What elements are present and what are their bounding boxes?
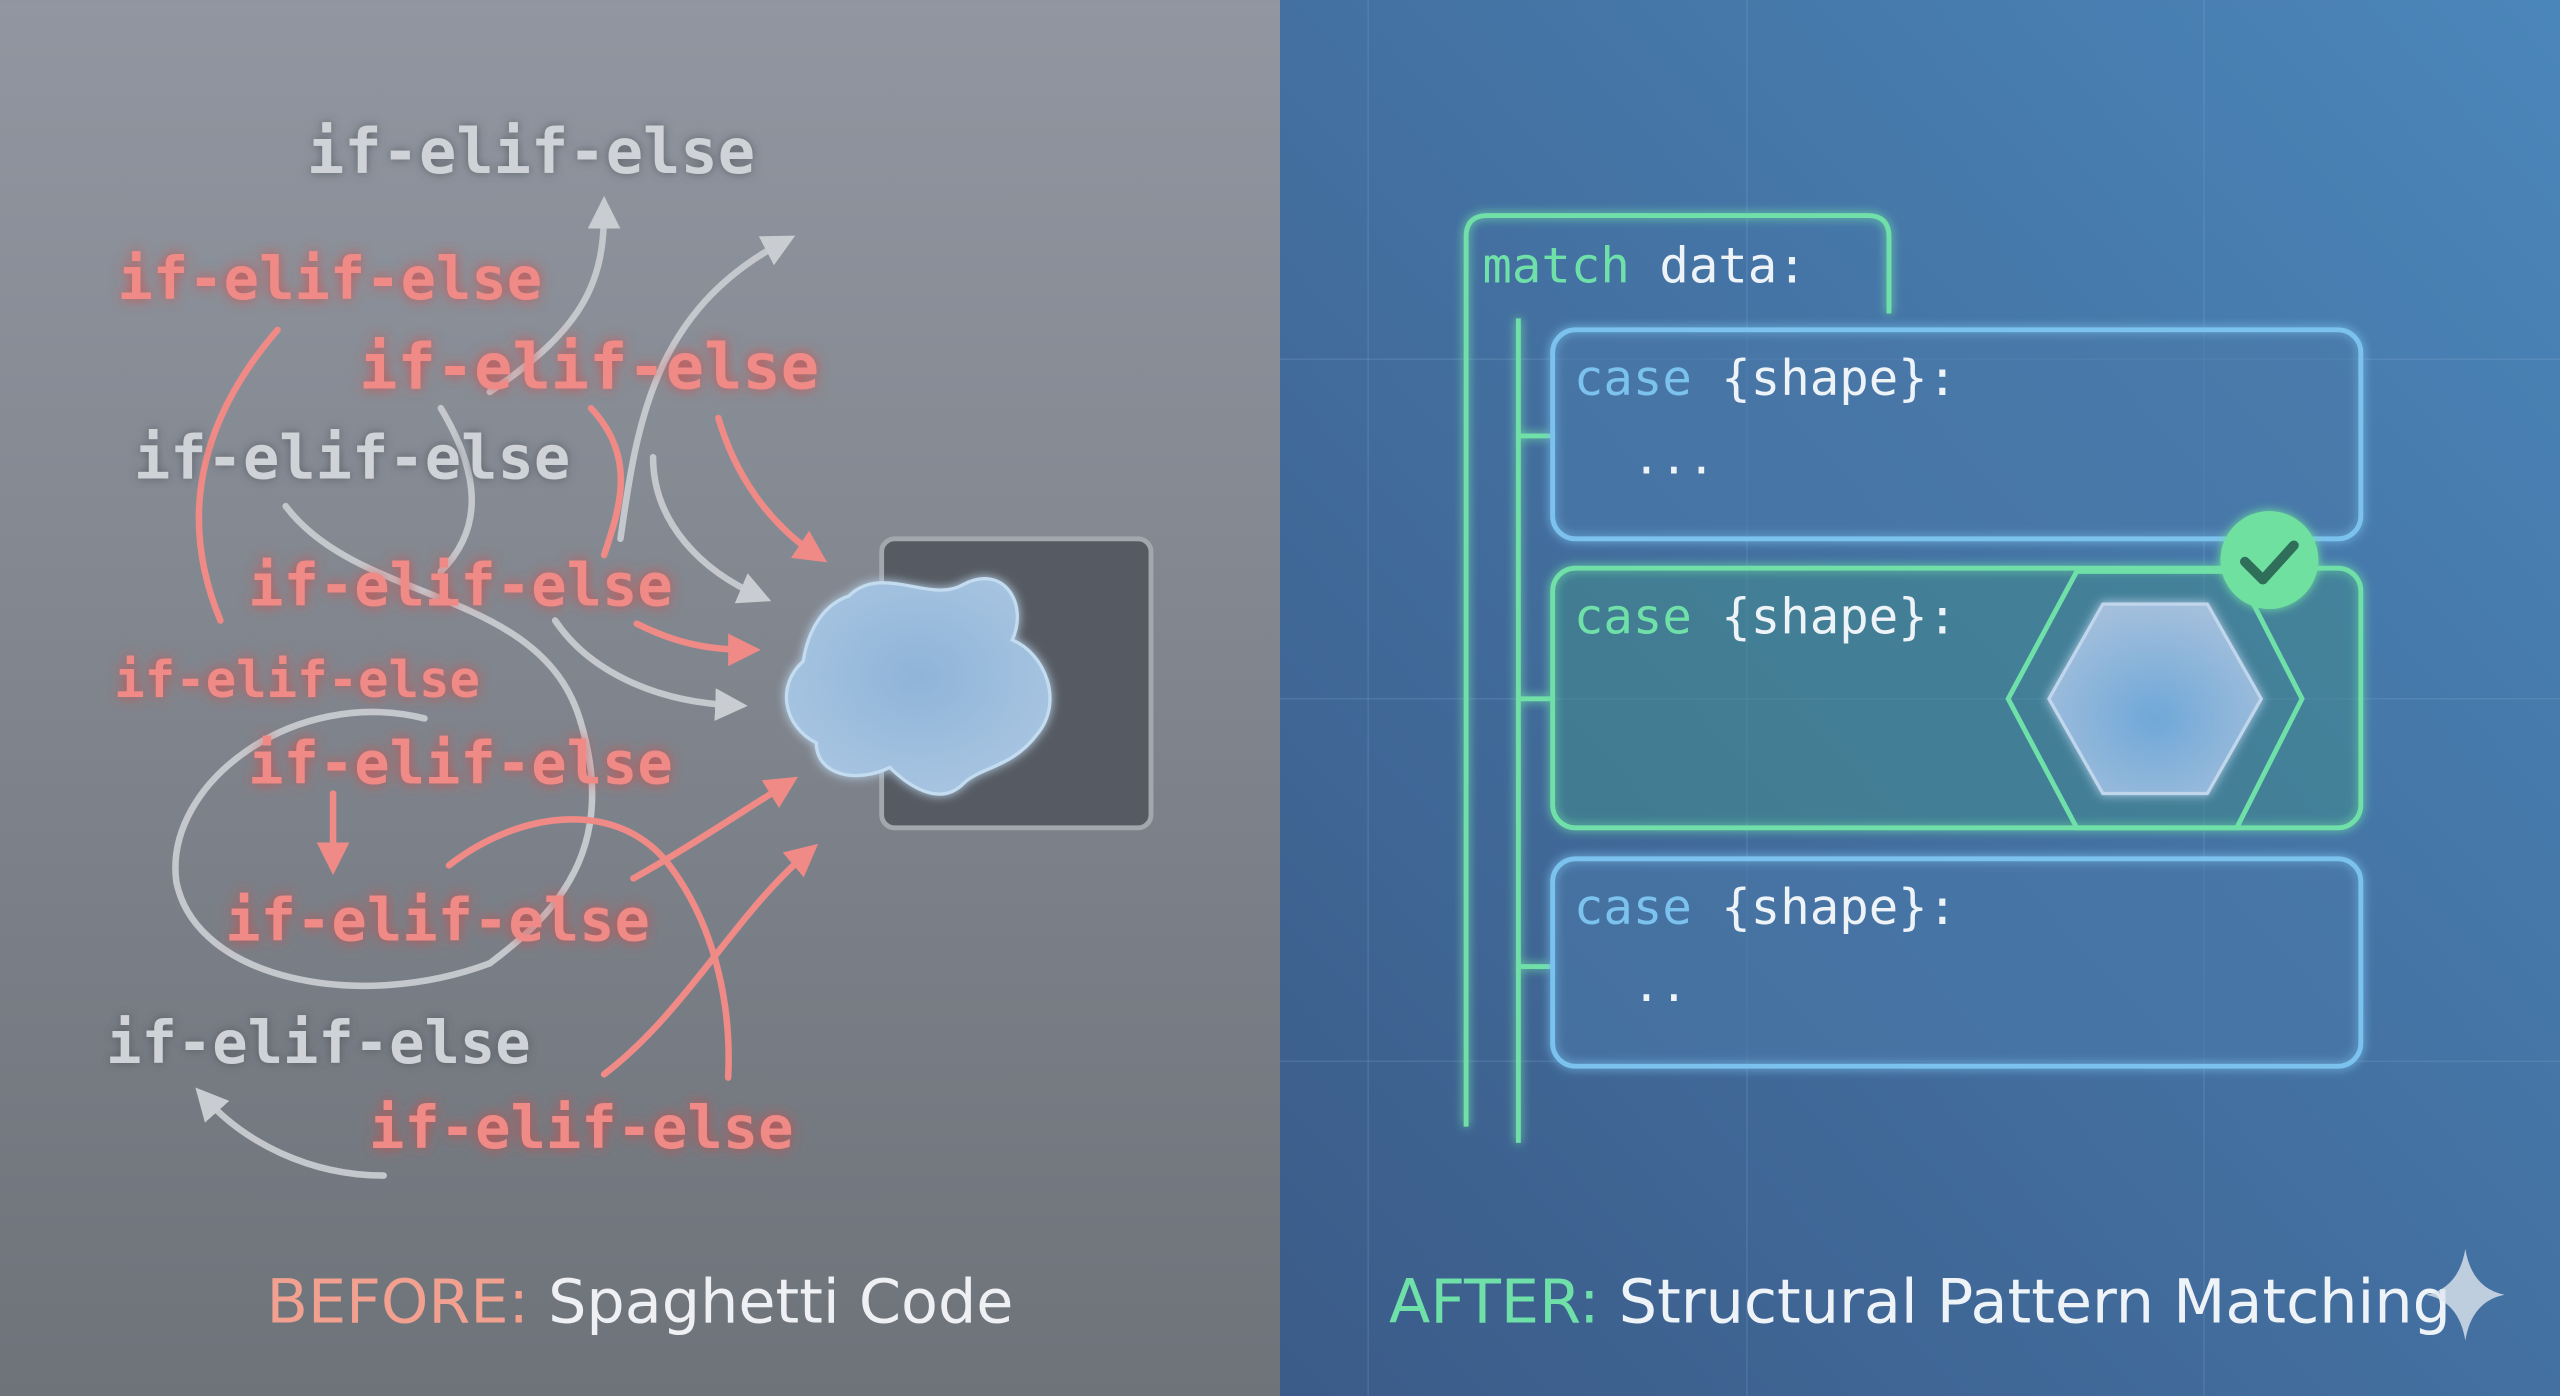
case-pattern: {shape}: [1721, 350, 1957, 407]
before-caption-prefix: BEFORE: [267, 1267, 529, 1337]
after-caption-prefix: AFTER: [1389, 1267, 1599, 1337]
before-caption-text: Spaghetti Code [548, 1267, 1013, 1337]
sparkle-icon [2426, 1249, 2505, 1341]
arrow-gray [172, 502, 596, 989]
hexagon-slot-outline [2005, 569, 2305, 831]
case-header: case {shape}: [1574, 350, 1957, 407]
arrow-red [630, 776, 799, 882]
case-block: case {shape}: ... [1550, 327, 2364, 542]
label-if-elif-else: if-elif-else [369, 1093, 794, 1162]
arrow-gray [195, 1087, 387, 1179]
case-block-matched: case {shape}: [1550, 511, 2364, 831]
case-body: ... [1633, 432, 1716, 485]
before-caption: BEFORE: Spaghetti Code [267, 1267, 1014, 1337]
check-circle-icon [2220, 511, 2319, 610]
arrow-gray [486, 195, 621, 396]
arrow-red [633, 620, 761, 667]
match-statement: match data: [1482, 237, 1806, 294]
before-panel: if-elif-else if-elif-else if-elif-else i… [0, 0, 1280, 1396]
case-pattern: {shape}: [1721, 589, 1957, 646]
hexagon-icon [2047, 602, 2264, 796]
match-keyword: match [1482, 237, 1629, 294]
case-keyword: case [1574, 350, 1692, 407]
case-keyword: case [1574, 589, 1692, 646]
label-if-elif-else: if-elif-else [248, 551, 673, 620]
case-body: .. [1633, 959, 1688, 1012]
match-block-outline [1463, 213, 1892, 1127]
case-pattern: {shape}: [1721, 879, 1957, 936]
arrow-gray [649, 453, 772, 604]
amorphous-blob-icon [784, 577, 1052, 796]
spaghetti-arrows [172, 195, 828, 1179]
case-keyword: case [1574, 879, 1692, 936]
arrow-gray [437, 404, 475, 575]
arrow-red [715, 414, 828, 563]
if-elif-else-labels: if-elif-else if-elif-else if-elif-else i… [106, 115, 819, 1162]
label-if-elif-else: if-elif-else [118, 244, 543, 313]
arrow-gray [551, 617, 748, 721]
case-tree-line [1515, 318, 1552, 1143]
case-header: case {shape}: [1574, 879, 1957, 936]
arrow-gray [617, 235, 796, 543]
arrow-red [587, 404, 625, 559]
label-if-elif-else: if-elif-else [114, 650, 480, 709]
label-if-elif-else: if-elif-else [106, 1008, 531, 1077]
arrow-red [445, 816, 732, 1081]
case-block: case {shape}: .. [1550, 856, 2364, 1069]
label-if-elif-else: if-elif-else [359, 331, 819, 405]
label-if-elif-else: if-elif-else [225, 885, 650, 954]
match-subject: data: [1659, 237, 1806, 294]
label-if-elif-else: if-elif-else [134, 423, 570, 493]
match-structure [1463, 213, 1892, 1143]
after-panel: match data: case {shape}: ... case {shap… [1280, 0, 2560, 1396]
label-if-elif-else: if-elif-else [248, 729, 673, 798]
label-if-elif-else: if-elif-else [307, 115, 755, 188]
after-caption-text: Structural Pattern Matching [1619, 1267, 2451, 1337]
arrow-red [195, 326, 281, 624]
after-caption: AFTER: Structural Pattern Matching [1389, 1267, 2451, 1337]
case-header: case {shape}: [1574, 589, 1957, 646]
arrow-red [600, 843, 819, 1078]
